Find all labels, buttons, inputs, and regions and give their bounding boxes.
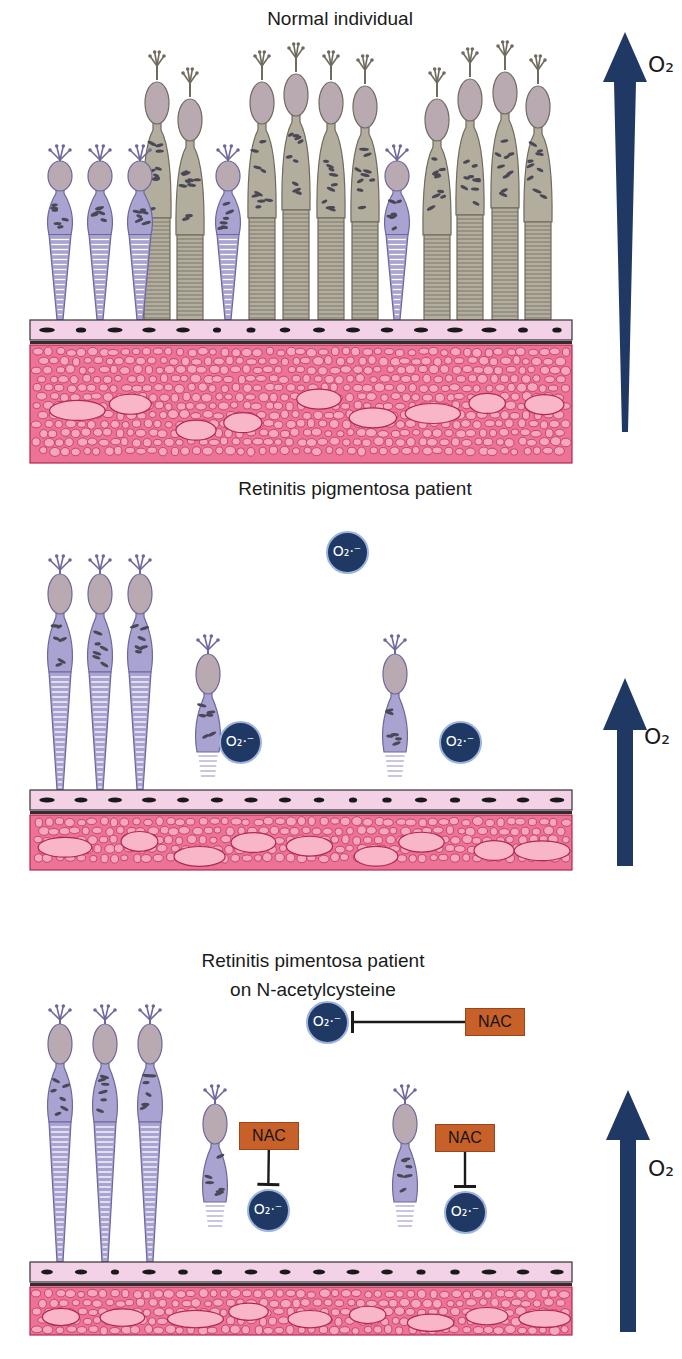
oxygen-gradient-arrow xyxy=(603,32,647,432)
rod-cell xyxy=(248,50,276,320)
cone-cell xyxy=(196,634,221,776)
cone-cell xyxy=(93,1004,118,1262)
superoxide-circle: O₂·⁻ xyxy=(326,531,369,574)
rod-cell xyxy=(317,50,345,320)
panel-title: Normal individual xyxy=(190,4,490,33)
rod-cell xyxy=(456,47,484,320)
cone-cell xyxy=(48,1004,73,1262)
nac-label: NAC xyxy=(448,1129,482,1147)
nac-box: NAC xyxy=(239,1122,299,1150)
superoxide-symbol: O₂·⁻ xyxy=(333,544,361,559)
cone-cell xyxy=(138,1004,163,1262)
cone-cell xyxy=(128,144,153,320)
superoxide-symbol: O₂·⁻ xyxy=(451,1204,479,1219)
cone-cell xyxy=(88,144,113,320)
cone-cell xyxy=(216,144,241,320)
cone-cell xyxy=(128,554,153,790)
rod-cell xyxy=(351,54,379,320)
superoxide-symbol: O₂·⁻ xyxy=(226,734,254,749)
nac-box: NAC xyxy=(465,1008,525,1036)
oxygen-label: O₂ xyxy=(648,52,674,78)
cone-cell xyxy=(203,1084,228,1226)
cone-cell xyxy=(48,554,73,790)
rod-cell xyxy=(176,67,204,320)
cone-cell xyxy=(88,554,113,790)
inhibition-connector xyxy=(353,1011,466,1033)
superoxide-circle: O₂·⁻ xyxy=(444,1191,487,1234)
cone-cell xyxy=(48,144,73,320)
oxygen-label: O₂ xyxy=(644,724,670,750)
rpe-choroid xyxy=(30,1262,572,1335)
superoxide-circle: O₂·⁻ xyxy=(306,1001,349,1044)
nac-box: NAC xyxy=(435,1124,495,1152)
cone-cell xyxy=(383,634,408,776)
rpe-choroid xyxy=(30,320,572,463)
superoxide-symbol: O₂·⁻ xyxy=(446,734,474,749)
panel-title: Retinitis pigmentosa patient xyxy=(195,474,515,503)
panel-title: Retinitis pimentosa patient on N-acetylc… xyxy=(195,946,431,1005)
cone-cell xyxy=(385,144,410,320)
rod-cell xyxy=(491,40,519,320)
oxygen-gradient-arrow xyxy=(603,678,647,866)
superoxide-symbol: O₂·⁻ xyxy=(254,1202,282,1217)
superoxide-symbol: O₂·⁻ xyxy=(313,1014,341,1029)
nac-label: NAC xyxy=(252,1127,286,1145)
superoxide-circle: O₂·⁻ xyxy=(439,721,482,764)
oxygen-label: O₂ xyxy=(648,1156,674,1182)
nac-label: NAC xyxy=(478,1013,512,1031)
rod-cell xyxy=(524,54,552,320)
oxygen-gradient-arrow xyxy=(606,1090,650,1332)
superoxide-circle: O₂·⁻ xyxy=(219,721,262,764)
cone-cell xyxy=(393,1084,418,1226)
inhibition-connector xyxy=(257,1150,279,1185)
rod-cell xyxy=(282,42,310,320)
inhibition-connector xyxy=(454,1152,476,1187)
superoxide-circle: O₂·⁻ xyxy=(247,1189,290,1232)
rpe-choroid xyxy=(30,790,572,870)
rod-cell xyxy=(423,67,451,320)
